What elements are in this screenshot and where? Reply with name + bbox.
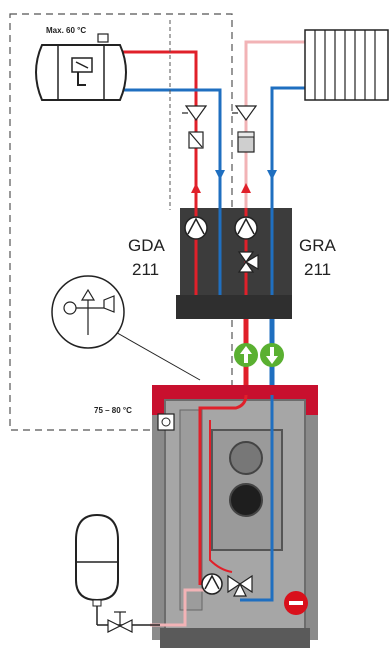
boiler-red-loop	[209, 420, 233, 573]
return-down-indicator	[260, 343, 284, 367]
radiator-supply-pipe	[244, 40, 305, 215]
supply-up-indicator	[234, 343, 258, 367]
water-tap-icon	[71, 57, 93, 86]
storage-check-valve	[188, 131, 204, 149]
storage-supply-pipe	[118, 50, 198, 215]
boiler-internal-supply	[198, 394, 248, 585]
boiler-thermostat-icon	[157, 413, 175, 431]
gda-pump-icon	[184, 216, 208, 240]
gda-name-label: GDA	[128, 236, 166, 255]
boiler-mixing-valve-icon	[227, 574, 253, 597]
radiator	[304, 29, 389, 101]
module-connector-block	[176, 295, 292, 319]
minus-circle-icon	[284, 591, 308, 615]
supply-flow-arrow	[191, 183, 201, 193]
boiler-pink-feed	[150, 588, 210, 627]
return-flow-arrow	[215, 170, 225, 180]
gra-module	[232, 208, 292, 298]
boiler-internal-return	[240, 395, 274, 602]
storage-max-temp-label: Max. 60 °C	[46, 26, 86, 35]
radiator-return-pipe	[270, 86, 305, 215]
boiler-temp-range-label: 75 – 80 °C	[94, 406, 132, 415]
expansion-shutoff-valve-icon	[107, 611, 133, 633]
gra-mixing-valve-icon	[237, 251, 259, 273]
gra-number-label: 211	[304, 260, 331, 279]
radiator-supply-flow-arrow	[241, 183, 251, 193]
boiler-viewport-bottom	[229, 483, 263, 517]
gra-name-label: GRA	[299, 236, 337, 255]
gra-pump-icon	[234, 216, 258, 240]
radiator-return-flow-arrow	[267, 170, 277, 180]
gda-number-label: 211	[132, 260, 159, 279]
safety-valve-group-icon	[51, 275, 125, 349]
radiator-filter	[237, 131, 255, 153]
boiler-viewport-top	[229, 441, 263, 475]
control-boundary-dashed	[9, 13, 233, 431]
callout-leader-line	[111, 329, 201, 381]
boiler-internal-pump-icon	[201, 573, 223, 595]
storage-shutoff-valve	[182, 105, 208, 122]
radiator-shutoff-valve	[232, 105, 258, 122]
hot-water-storage-tank	[35, 33, 127, 101]
expansion-vessel	[75, 513, 160, 633]
gda-module	[180, 208, 232, 298]
